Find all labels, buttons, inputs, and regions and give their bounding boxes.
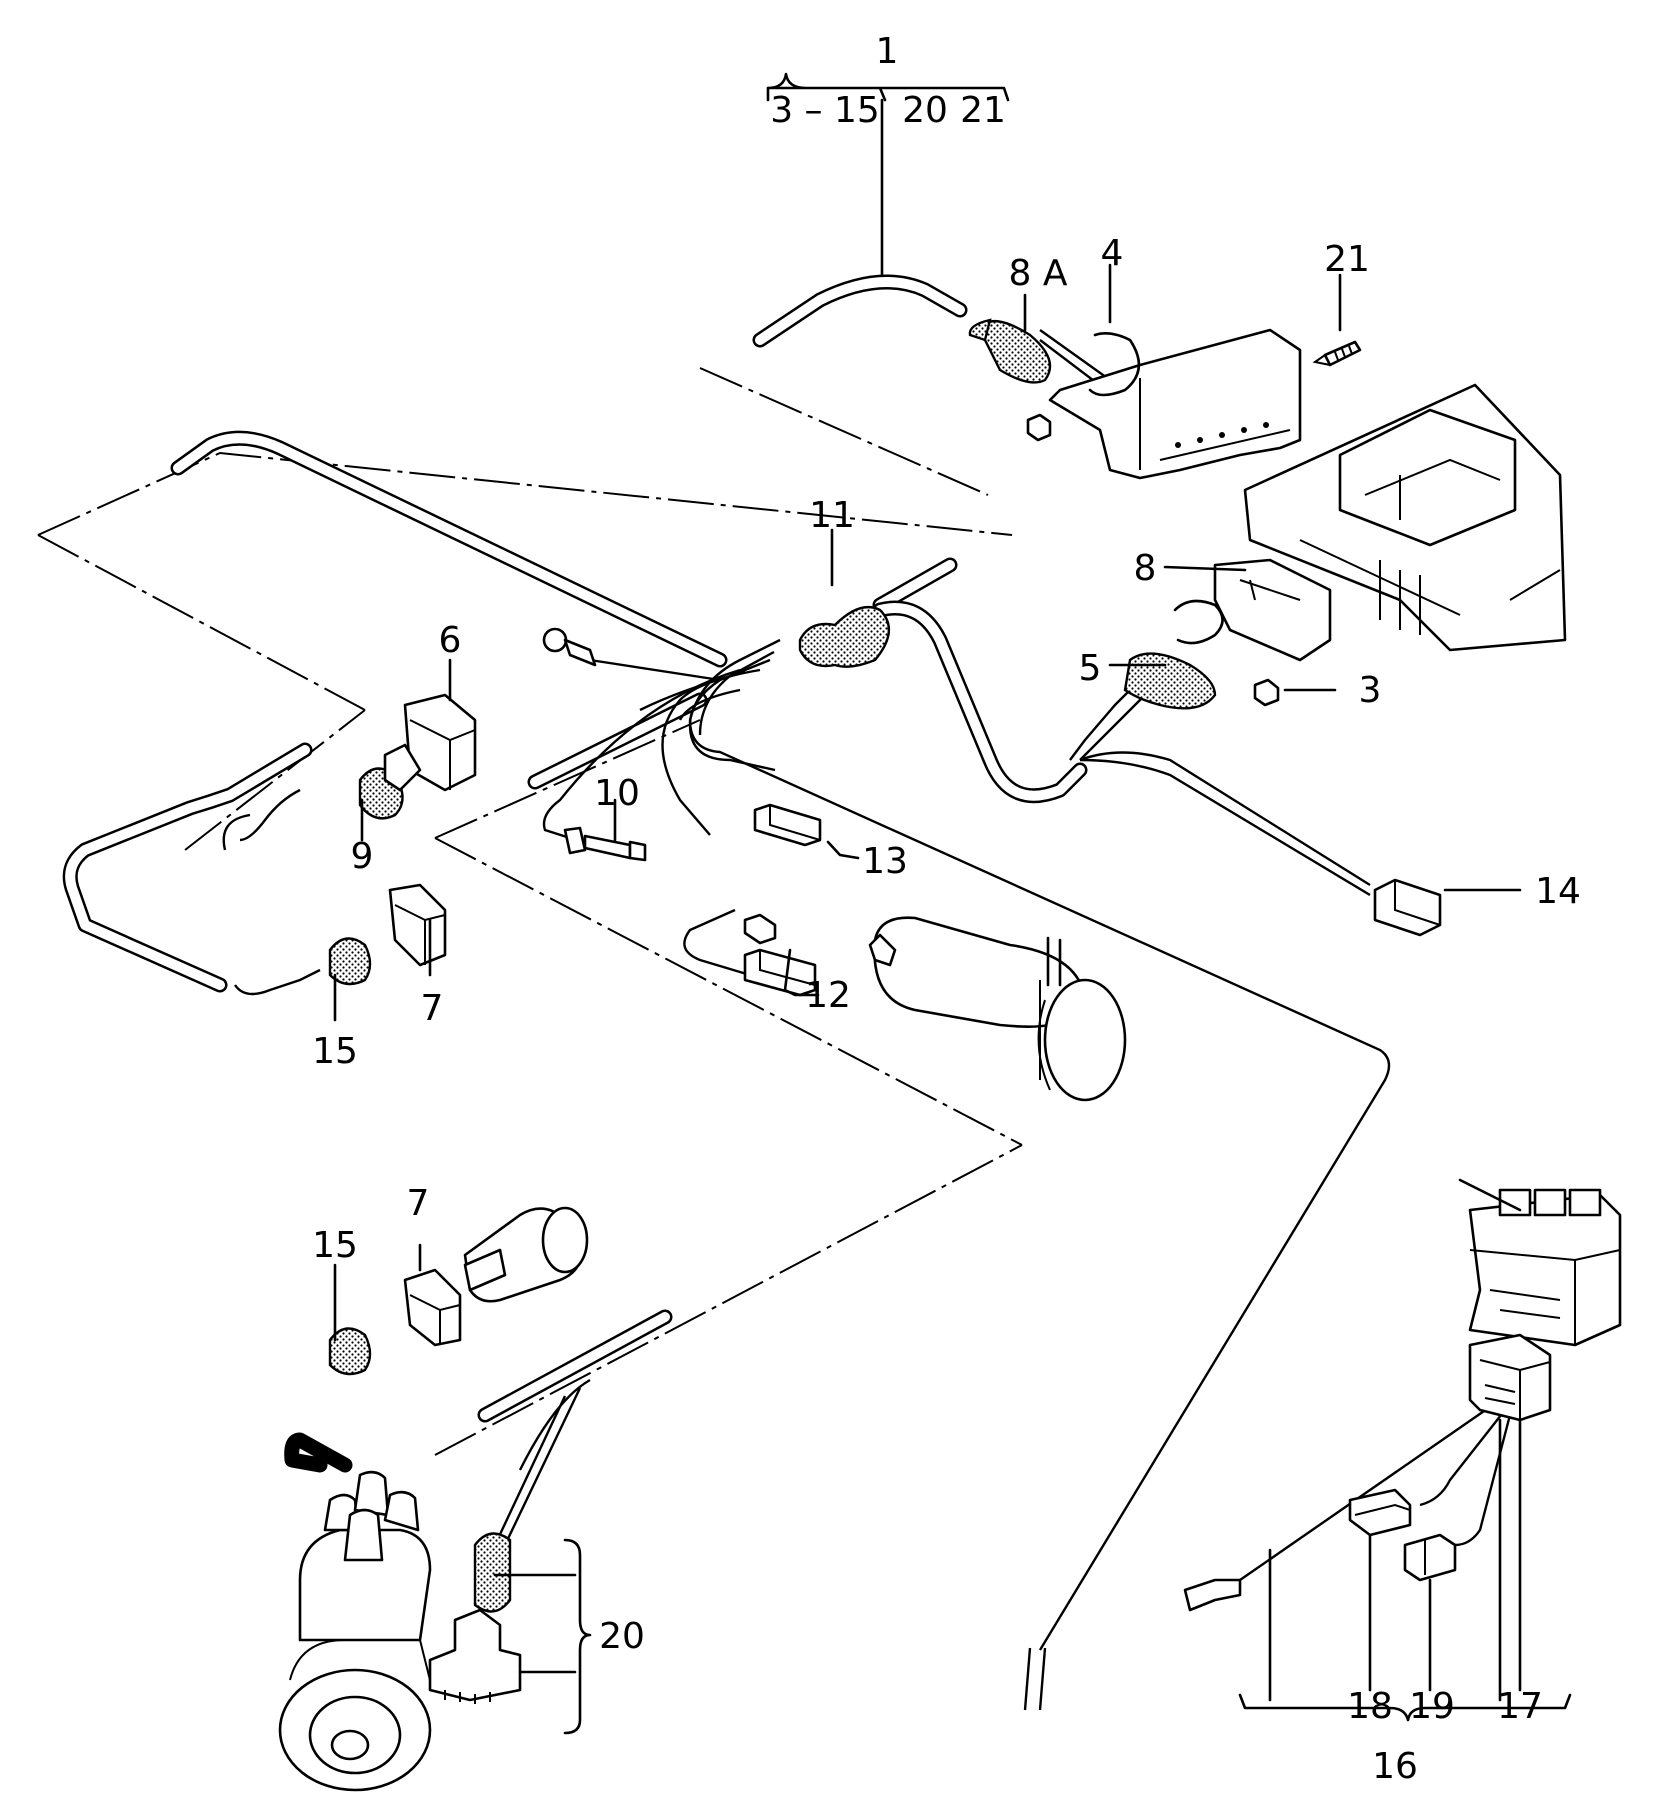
callout-group-20: 20: [902, 90, 948, 131]
callout-3: 3: [1359, 670, 1382, 711]
part-connector-7-lower: [403, 1268, 462, 1347]
callout-12: 12: [805, 975, 851, 1016]
part-distributor: [278, 1470, 432, 1792]
callout-4: 4: [1101, 233, 1124, 274]
part-connector-12: [743, 948, 817, 997]
part-fuse-relay-box: [1458, 1178, 1622, 1347]
callout-20: 20: [599, 1616, 645, 1657]
callout-11: 11: [809, 495, 855, 536]
callout-numbers: 1 3 – 15 20 21 8 A 4 21 11 8 6 5 3 10 9 …: [312, 31, 1581, 1787]
part-connector-7-upper: [388, 883, 447, 967]
callout-8a: 8 A: [1009, 253, 1068, 294]
part-connector-8a: [1048, 328, 1302, 480]
callout-5: 5: [1079, 648, 1102, 689]
boundary-lines: [37, 367, 1023, 1456]
harness-group-bracket: [766, 72, 1010, 277]
callout-19: 19: [1409, 1686, 1455, 1727]
callout-1: 1: [876, 31, 899, 72]
part-connector-17: [1468, 1333, 1552, 1422]
part-connector-20-lower: [428, 1608, 522, 1704]
callout-group-21: 21: [960, 90, 1006, 131]
part-terminal-16: [1183, 1578, 1242, 1612]
part-clip-small: [1026, 413, 1052, 442]
part-connector-9: [383, 743, 422, 792]
part-connector-14: [1373, 878, 1442, 937]
part-connector-12-small: [743, 913, 777, 945]
part-plug-10: [563, 798, 647, 862]
callout-10: 10: [594, 773, 640, 814]
part-sensor: [463, 1206, 589, 1303]
callout-15-lower: 15: [312, 1225, 358, 1266]
callout-18: 18: [1347, 1686, 1393, 1727]
callout-9: 9: [351, 836, 374, 877]
callout-group-3-15: 3 – 15: [770, 90, 880, 131]
part-screw-21: [1312, 340, 1362, 367]
callout-15-upper: 15: [312, 1031, 358, 1072]
part-control-unit: [1243, 383, 1567, 652]
part-ring-terminal: [542, 627, 597, 667]
part-connector-13: [753, 803, 822, 847]
part-ignition-coil: [868, 916, 1127, 1102]
part-connector-8: [1213, 558, 1332, 662]
part-connector-18: [1348, 1488, 1412, 1537]
callout-16: 16: [1372, 1746, 1418, 1787]
callout-6: 6: [439, 620, 462, 661]
part-connector-19: [1403, 1533, 1457, 1582]
harness-tubes: [62, 274, 1088, 1473]
leader-lines: [333, 263, 1572, 1735]
callout-13: 13: [862, 841, 908, 882]
part-cable-tie-5: [1173, 599, 1224, 645]
part-cable-tie-4: [1088, 332, 1141, 397]
callout-7-upper: 7: [421, 988, 444, 1029]
callout-7-lower: 7: [407, 1183, 430, 1224]
callout-17: 17: [1497, 1686, 1543, 1727]
callout-8: 8: [1134, 548, 1157, 589]
callout-21: 21: [1324, 239, 1370, 280]
part-clip-3: [1253, 678, 1280, 707]
callout-14: 14: [1535, 871, 1581, 912]
